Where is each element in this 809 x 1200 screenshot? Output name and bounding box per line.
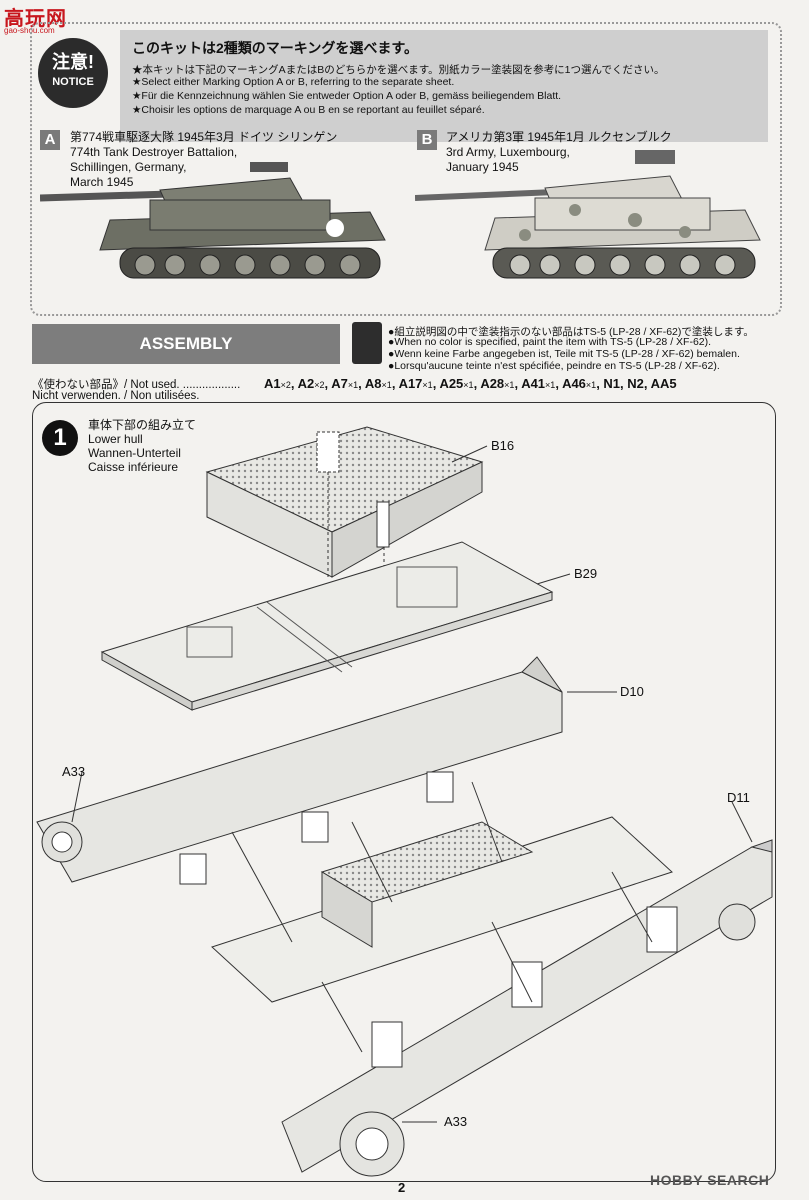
part-qty: ×1 [463,380,474,390]
part-id: A2 [297,376,315,391]
part-label-d11: D11 [727,790,750,805]
marking-a-letter: A [40,130,60,150]
part-label-a33-left: A33 [62,764,86,779]
notice-title: このキットは2種類のマーキングを選べます。 [132,40,418,56]
paint-note: ●Wenn keine Farbe angegeben ist, Teile m… [388,348,740,360]
part-label-a33-bottom: A33 [444,1114,468,1129]
step-number: 1 [42,420,78,456]
marking-a-text: 第774戦車駆逐大隊 1945年3月 ドイツ シリンゲン 774th Tank … [70,130,337,190]
marking-b-letter: B [417,130,437,150]
part-qty: ×2 [280,380,291,390]
part-id: A1 [264,376,281,391]
notice-line: ★Für die Kennzeichnung wählen Sie entwed… [132,90,562,102]
part-qty: ×1 [347,380,359,390]
marking-a-line: 774th Tank Destroyer Battalion, [70,145,238,159]
step-title-en: Lower hull [88,432,143,446]
marking-a-line: Schillingen, Germany, [70,160,187,174]
step-title-jp: 車体下部の組み立て [88,418,197,432]
tank-a-illustration [40,162,386,279]
watermark-text: HOBBY SEARCH [650,1172,770,1188]
assembly-title: ASSEMBLY [32,324,340,364]
part-id: N1 [603,376,621,391]
part-qty: ×1 [545,380,556,390]
part-qty: ×1 [585,380,597,390]
part-id: AA5 [650,376,677,391]
not-used-parts: A1×2, A2×2, A7×1, A8×1, A17×1, A25×1, A2… [264,376,677,391]
marking-b-line: January 1945 [446,160,519,174]
paint-note: ●When no color is specified, paint the i… [388,336,712,348]
not-used-label-2: Nicht verwenden. / Non utilisées. [32,390,200,402]
paint-note: ●組立説明図の中で塗装指示のない部品はTS-5 (LP-28 / XF-62)で… [388,326,754,338]
notice-line: ★Select either Marking Option A or B, re… [132,76,455,88]
step-title-de: Wannen-Unterteil [88,446,181,460]
paint-note: ●Lorsqu'aucune teinte n'est spécifiée, p… [388,360,720,372]
step-title: 車体下部の組み立て Lower hull Wannen-Unterteil Ca… [88,418,196,474]
marking-a-jp: 第774戦車駆逐大隊 1945年3月 ドイツ シリンゲン [70,130,338,144]
site-logo: 高玩网 [4,8,67,30]
part-label-b29: B29 [574,566,598,581]
part-qty: ×1 [422,380,433,390]
part-label-d10: D10 [620,684,644,699]
part-label-b16: B16 [491,438,515,453]
part-id: A8 [364,376,382,391]
notice-badge: 注意! NOTICE [38,38,108,108]
page-number: 2 [398,1180,406,1195]
part-id: A25 [439,376,464,391]
tank-b-illustration [415,150,761,279]
step-title-fr: Caisse inférieure [88,460,179,474]
step-frame [32,402,776,1182]
part-id: A41 [521,376,546,391]
marking-frame [30,22,782,316]
lower-hull-diagram [36,426,773,1177]
marking-b-line: 3rd Army, Luxembourg, [446,145,570,159]
marking-b-jp: アメリカ第3軍 1945年1月 ルクセンブルク [446,130,672,144]
notice-badge-jp: 注意! [52,52,94,72]
notice-line: ★本キットは下記のマーキングAまたはBのどちらかを選べます。別紙カラー塗装図を参… [132,64,665,76]
part-qty: ×1 [504,380,515,390]
part-id: A7 [331,376,348,391]
notice-badge-en: NOTICE [52,76,94,88]
marking-a-line: March 1945 [70,175,134,189]
part-id: A28 [480,376,505,391]
part-qty: ×2 [314,380,325,390]
part-id: A17 [398,376,423,391]
notice-line: ★Choisir les options de marquage A ou B … [132,104,485,116]
part-qty: ×1 [381,380,392,390]
marking-b-text: アメリカ第3軍 1945年1月 ルクセンブルク 3rd Army, Luxemb… [446,130,672,175]
part-id: A46 [562,376,586,391]
notice-box [120,30,768,142]
site-url: gao-shou.com [4,26,55,35]
not-used-label: 《使わない部品》/ Not used. .................. [32,379,241,391]
part-id: N2 [627,376,644,391]
paint-can-icon [352,322,382,364]
